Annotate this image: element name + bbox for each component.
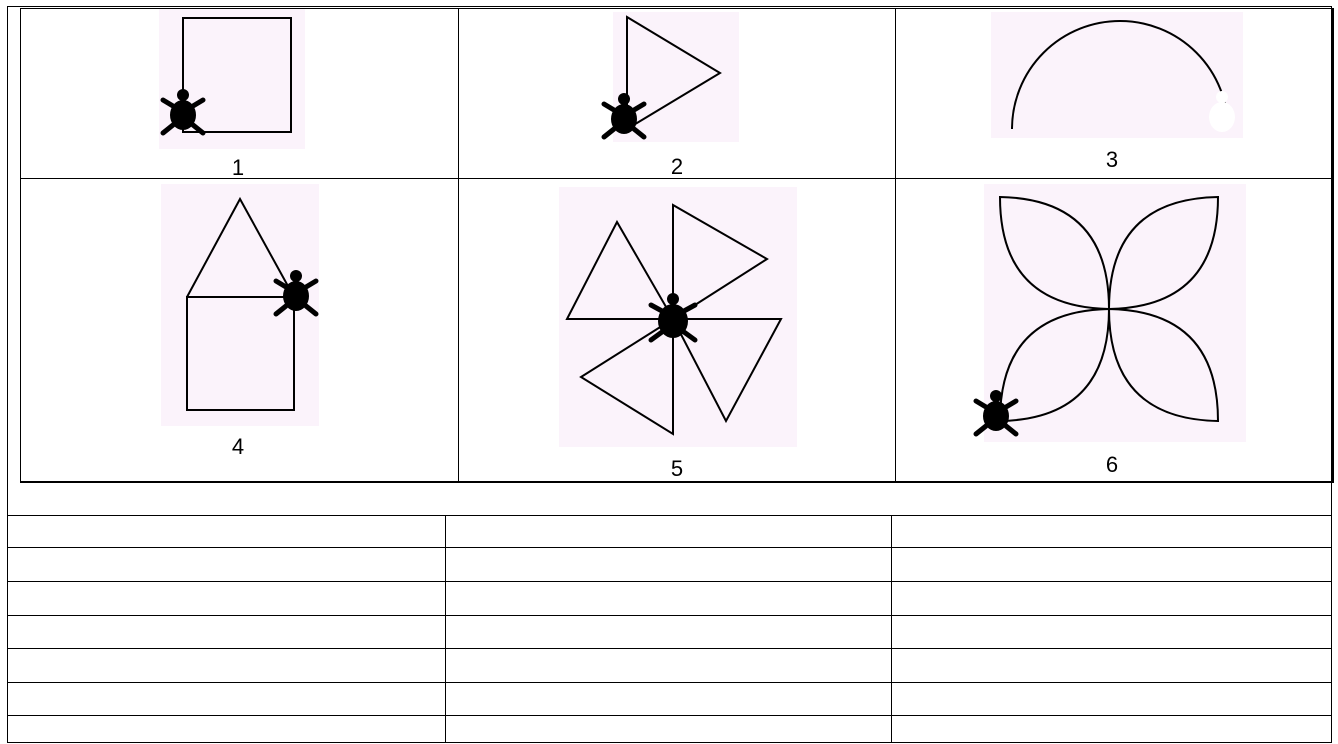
answer-table-col-line	[445, 515, 446, 743]
turtle-icon	[1209, 91, 1235, 132]
answer-table-col-line	[891, 515, 892, 743]
flower-shape	[1000, 197, 1218, 421]
turtle-icon	[651, 293, 695, 340]
turtle-icon	[976, 390, 1016, 434]
turtle-icon	[604, 93, 644, 137]
figure-cell-6: 6	[896, 179, 1333, 482]
triangle-shape	[627, 17, 720, 129]
figure-cell-3: 3	[896, 9, 1333, 179]
figure-cell-5: 5	[459, 179, 896, 482]
figure-drawing-1	[21, 9, 459, 179]
figure-drawing-5	[459, 179, 896, 482]
figure-label-5: 5	[657, 457, 697, 481]
answer-table-row-line	[7, 682, 1332, 683]
turtle-icon	[163, 89, 203, 133]
answer-table	[7, 515, 1332, 743]
answer-table-row-line	[7, 547, 1332, 548]
answer-table-row-line	[7, 615, 1332, 616]
figure-label-2: 2	[657, 155, 697, 179]
figure-grid: 1 2 3	[20, 8, 1334, 483]
figure-label-6: 6	[1092, 453, 1132, 477]
figure-cell-2: 2	[459, 9, 896, 179]
answer-table-row-line	[7, 581, 1332, 582]
figure-drawing-6	[896, 179, 1333, 482]
figure-label-3: 3	[1092, 148, 1132, 172]
square-shape	[183, 18, 291, 132]
figure-label-1: 1	[218, 156, 258, 180]
figure-cell-4: 4	[21, 179, 459, 482]
arc-shape	[1012, 21, 1228, 129]
figure-label-4: 4	[218, 435, 258, 459]
answer-table-row-line	[7, 715, 1332, 716]
answer-table-row-line	[7, 648, 1332, 649]
figure-cell-1: 1	[21, 9, 459, 179]
answer-table-row-line	[7, 515, 1332, 516]
